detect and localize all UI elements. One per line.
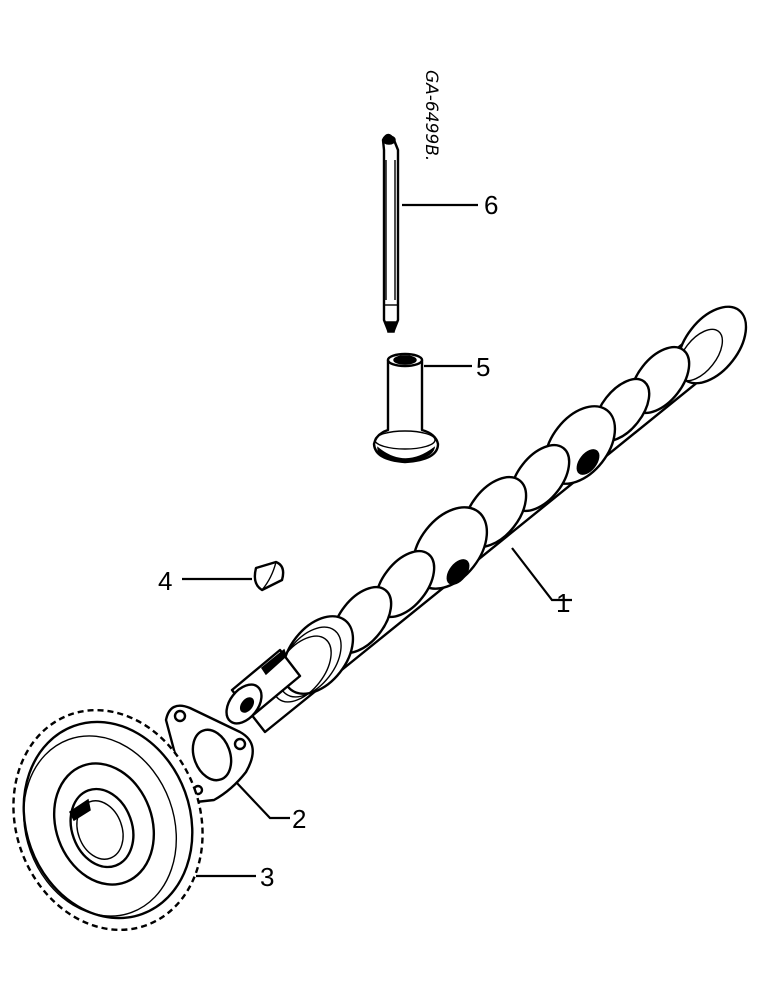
callout-5: 5 <box>476 352 490 382</box>
camshaft <box>225 305 748 734</box>
callout-2: 2 <box>292 804 306 834</box>
tappet <box>372 352 440 464</box>
leader-line-2 <box>235 781 290 820</box>
woodruff-key <box>253 560 285 592</box>
reference-code: GA-6499B. <box>421 70 441 161</box>
push-rod <box>381 133 400 333</box>
callout-3: 3 <box>260 862 274 892</box>
cam-gear <box>12 708 204 932</box>
callout-6: 6 <box>484 190 498 220</box>
leader-line-1 <box>511 547 572 602</box>
callout-4: 4 <box>158 566 172 596</box>
callout-1: 1 <box>556 588 570 618</box>
